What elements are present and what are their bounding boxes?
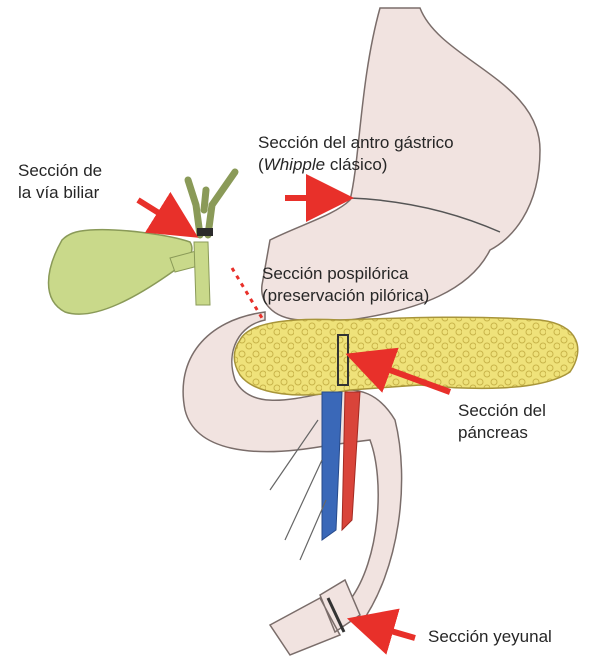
label-jejunum-line1: Sección yeyunal bbox=[428, 626, 552, 648]
label-antrum: Sección del antro gástrico (Whipple clás… bbox=[258, 132, 454, 176]
pancreas bbox=[234, 317, 577, 395]
label-bile-duct-line2: la vía biliar bbox=[18, 182, 102, 204]
bile-duct-cut bbox=[197, 228, 213, 236]
label-antrum-whipple: Whipple bbox=[264, 155, 325, 174]
label-bile-duct: Sección de la vía biliar bbox=[18, 160, 102, 204]
label-jejunum: Sección yeyunal bbox=[428, 626, 552, 648]
label-bile-duct-line1: Sección de bbox=[18, 160, 102, 182]
hepatic-duct bbox=[188, 172, 235, 235]
mesenteric-artery bbox=[342, 392, 360, 530]
label-pylorus: Sección pospilórica (preservación pilóri… bbox=[262, 263, 429, 307]
label-pancreas-line2: páncreas bbox=[458, 422, 546, 444]
arrow-bile-duct bbox=[138, 200, 178, 225]
label-pancreas-line1: Sección del bbox=[458, 400, 546, 422]
label-antrum-rest: clásico) bbox=[325, 155, 387, 174]
pylorus-cut-line bbox=[232, 268, 262, 318]
label-pylorus-line2: (preservación pilórica) bbox=[262, 285, 429, 307]
jejunum bbox=[270, 580, 360, 655]
common-bile-duct bbox=[194, 242, 210, 305]
arrow-jejunum bbox=[370, 625, 415, 638]
label-pylorus-line1: Sección pospilórica bbox=[262, 263, 429, 285]
portal-vein bbox=[322, 392, 342, 540]
label-antrum-line1: Sección del antro gástrico bbox=[258, 132, 454, 154]
label-antrum-line2: (Whipple clásico) bbox=[258, 154, 454, 176]
label-pancreas: Sección del páncreas bbox=[458, 400, 546, 444]
gallbladder bbox=[49, 230, 192, 314]
